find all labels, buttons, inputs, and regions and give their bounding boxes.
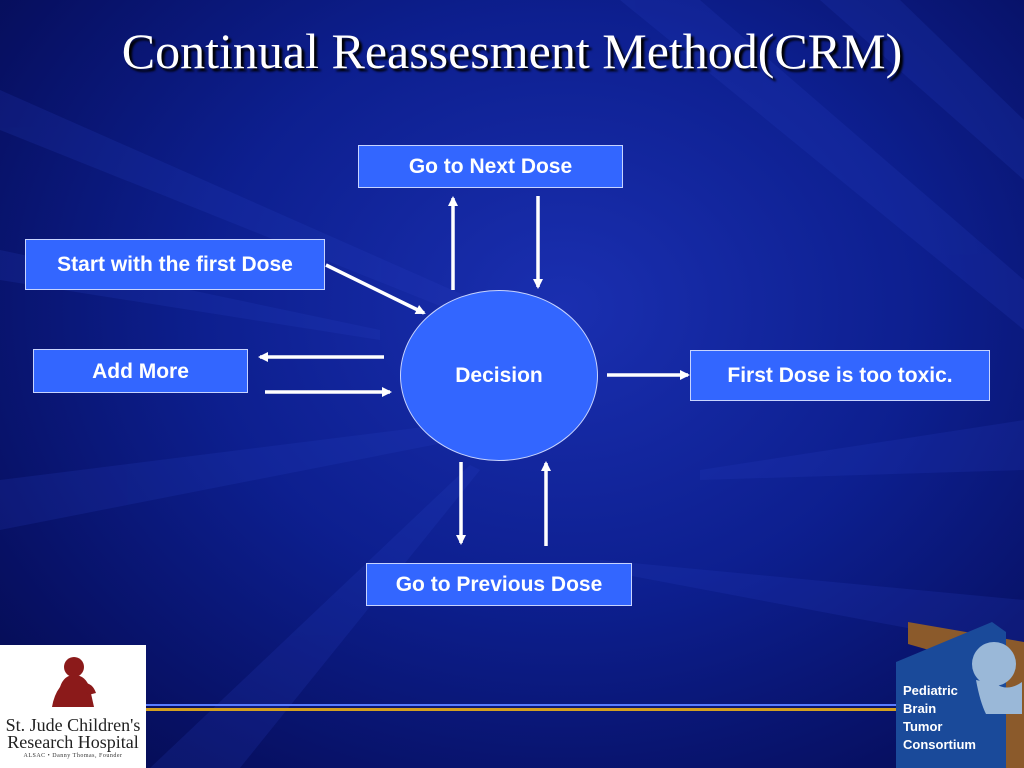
pbtc-line-3: Tumor: [903, 719, 943, 734]
footer-rule-blue: [146, 704, 898, 706]
child-silhouette-icon: [52, 657, 96, 707]
pbtc-logo-shape: [896, 622, 1024, 768]
st-jude-sub: ALSAC • Danny Thomas, Founder: [23, 753, 123, 759]
slide-title: Continual Reassesment Method(CRM): [121, 23, 903, 79]
pbtc-line-2: Brain: [903, 701, 937, 716]
footer-rule-gold: [146, 708, 898, 711]
pbtc-line-1: Pediatric: [903, 683, 958, 698]
arrow-start-to-decision: [325, 263, 426, 315]
previous-dose-box: Go to Previous Dose: [366, 563, 632, 606]
pbtc-logo-text: Pediatric Brain Tumor Consortium: [903, 682, 1013, 754]
start-box: Start with the first Dose: [25, 239, 325, 290]
st-jude-name: St. Jude Children's Research Hospital: [5, 715, 141, 752]
too-toxic-box: First Dose is too toxic.: [690, 350, 990, 401]
decision-node: Decision: [400, 290, 598, 461]
pbtc-line-4: Consortium: [903, 737, 976, 752]
next-dose-box: Go to Next Dose: [358, 145, 623, 188]
add-more-box: Add More: [33, 349, 248, 393]
st-jude-logo: St. Jude Children's Research Hospital AL…: [0, 645, 146, 768]
